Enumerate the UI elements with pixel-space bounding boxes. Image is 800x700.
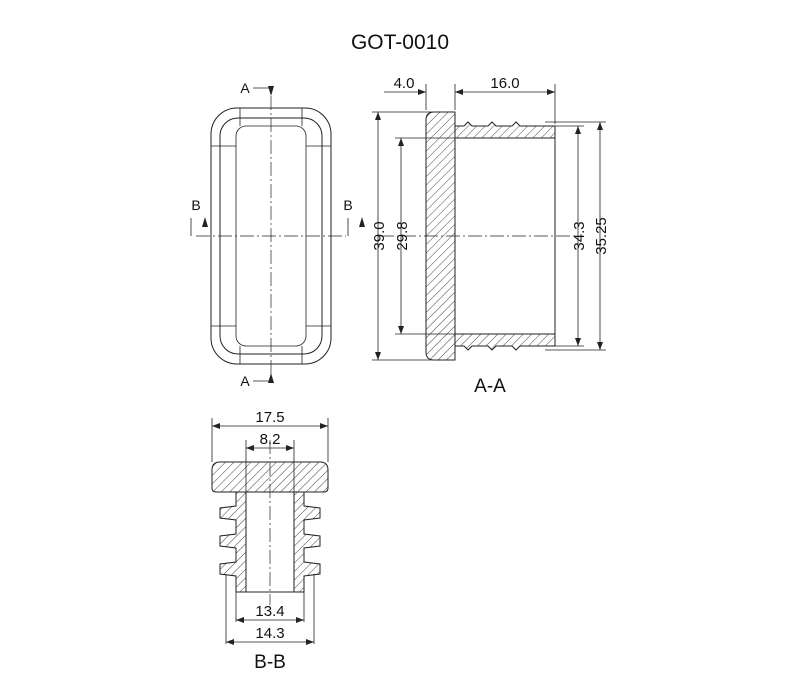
front-rib-marks	[211, 108, 331, 364]
dim-body-length: 16.0	[490, 75, 519, 92]
dim-rib-height-max: 35.25	[593, 217, 610, 255]
section-title-aa: A-A	[474, 376, 506, 397]
dim-rib-height: 34.3	[571, 221, 588, 250]
dim-flange-thickness: 4.0	[394, 75, 415, 92]
section-title-bb: B-B	[254, 652, 286, 673]
section-aa-view: 4.0 16.0 39.0 29.8 34.3 35.25 A-A	[371, 75, 610, 397]
drawing-title: GOT-0010	[351, 31, 449, 54]
section-a-top-arrow	[268, 86, 274, 96]
aa-flange	[425, 111, 456, 361]
bb-left-wall	[219, 491, 247, 593]
section-b-left-arrow	[202, 217, 208, 227]
section-b-right-arrow	[359, 217, 365, 227]
section-bb-view: 17.5 8.2 13.4 14.3 B-B	[211, 409, 329, 673]
dim-cap-width: 17.5	[255, 409, 284, 426]
dim-inner-width: 8.2	[260, 431, 281, 448]
bb-right-wall	[293, 491, 321, 593]
dim-body-width: 13.4	[255, 603, 284, 620]
section-mark-a-top: A	[240, 80, 250, 96]
aa-bottom-wall	[454, 333, 556, 351]
bb-cap	[211, 461, 329, 493]
section-a-bottom-arrow	[268, 373, 274, 383]
aa-top-wall	[454, 121, 556, 139]
section-mark-b-right: B	[343, 197, 352, 213]
front-view: A A B B	[190, 80, 365, 389]
dim-overall-height: 39.0	[371, 221, 388, 250]
section-mark-a-bottom: A	[240, 373, 250, 389]
dim-rib-width: 14.3	[255, 625, 284, 642]
dim-inner-height: 29.8	[394, 221, 411, 250]
section-mark-b-left: B	[191, 197, 200, 213]
